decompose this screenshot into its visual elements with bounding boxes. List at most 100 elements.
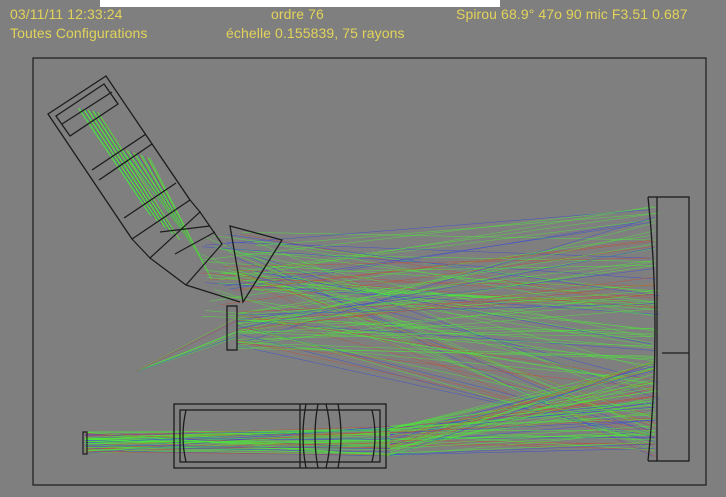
ray-segment <box>236 330 656 337</box>
ray-segment <box>84 449 391 456</box>
ray-segment <box>218 247 651 338</box>
ray-segment <box>203 206 658 261</box>
ray-segment <box>226 284 655 317</box>
ray-segment <box>236 303 656 316</box>
spectrograph-spec-label: Spirou 68.9° 47o 90 mic F3.51 0.687 <box>456 6 688 22</box>
ray-segment <box>389 369 656 430</box>
ray-segment <box>236 268 656 321</box>
ray-segment <box>90 110 169 231</box>
ray-segment <box>213 235 653 293</box>
ray-segment <box>223 257 651 267</box>
ray-segment <box>389 395 656 430</box>
ray-segment <box>244 253 652 262</box>
camera-tube-lower <box>173 403 387 469</box>
layout-frame <box>32 57 707 486</box>
ray-segment <box>254 289 657 330</box>
ray-segment <box>389 419 656 444</box>
ray-bundle <box>77 107 660 458</box>
scale-label: échelle 0.155839, 75 rayons <box>226 25 405 41</box>
ray-segment <box>236 261 656 334</box>
ray-segment <box>91 110 171 232</box>
prism <box>229 225 284 304</box>
ray-segment <box>216 213 655 275</box>
ray-segment <box>84 429 391 440</box>
ray-segment <box>236 341 656 381</box>
ray-segment <box>389 390 656 431</box>
ray-segment <box>78 108 152 217</box>
ray-segment <box>240 267 653 344</box>
ray-segment <box>389 360 656 453</box>
ray-segment <box>389 407 656 431</box>
ray-segment <box>92 110 172 234</box>
ray-segment <box>89 110 168 230</box>
ray-segment <box>84 433 391 438</box>
ray-segment <box>236 342 656 358</box>
ray-segment <box>389 400 656 427</box>
ray-segment <box>389 430 656 447</box>
ray-segment <box>236 294 656 313</box>
ray-segment <box>257 240 652 316</box>
ray-segment <box>213 246 658 372</box>
ray-segment <box>232 269 660 299</box>
ray-segment <box>389 417 656 434</box>
ray-segment <box>207 277 660 310</box>
ray-segment <box>389 381 656 456</box>
ray-segment <box>389 433 656 451</box>
ray-segment <box>389 442 656 454</box>
ray-segment <box>233 240 655 291</box>
ray-segment <box>244 313 657 424</box>
ray-segment <box>389 382 656 429</box>
ray-segment <box>236 247 656 329</box>
ray-segment <box>389 419 656 434</box>
ray-segment <box>96 111 179 239</box>
ray-segment <box>84 109 161 224</box>
ray-segment <box>86 109 164 226</box>
ray-segment <box>88 109 166 229</box>
ray-segment <box>236 332 656 347</box>
ray-segment <box>236 247 656 324</box>
ray-segment <box>236 216 656 345</box>
ray-segment <box>258 219 656 270</box>
ray-segment <box>84 432 391 445</box>
ray-segment <box>251 254 660 400</box>
ray-segment <box>236 339 656 433</box>
ray-segment <box>389 396 656 434</box>
ray-segment <box>252 274 658 316</box>
ray-segment <box>250 278 652 417</box>
ray-segment <box>84 440 391 443</box>
ray-segment <box>236 260 656 314</box>
ray-segment <box>134 336 237 373</box>
ray-segment <box>204 209 651 246</box>
fold-optics <box>131 199 241 303</box>
ray-segment <box>242 231 657 241</box>
ray-segment <box>84 442 391 448</box>
ray-segment <box>236 319 656 336</box>
ray-segment <box>389 425 656 444</box>
ray-segment <box>219 206 654 281</box>
ray-segment <box>389 404 656 430</box>
ray-segment <box>389 432 656 450</box>
ray-segment <box>94 111 176 237</box>
main-mirror <box>647 196 690 462</box>
ray-segment <box>389 361 656 447</box>
ray-segment <box>236 292 656 346</box>
ray-segment <box>82 108 158 222</box>
ray-segment <box>236 315 656 384</box>
ray-segment <box>134 320 237 373</box>
ray-segment <box>84 444 391 450</box>
detector <box>82 431 88 455</box>
datetime-label: 03/11/11 12:33:24 <box>10 6 123 22</box>
ray-segment <box>134 331 237 373</box>
ray-segment <box>236 243 656 314</box>
order-label: ordre 76 <box>271 6 324 22</box>
ray-segment <box>134 317 237 373</box>
ray-segment <box>95 111 178 238</box>
ray-segment <box>80 108 155 219</box>
ray-segment <box>97 111 181 241</box>
ray-segment <box>236 222 656 332</box>
ray-segment <box>216 294 654 367</box>
ray-segment <box>389 443 656 455</box>
ray-segment <box>87 109 165 228</box>
ray-segment <box>236 346 656 359</box>
